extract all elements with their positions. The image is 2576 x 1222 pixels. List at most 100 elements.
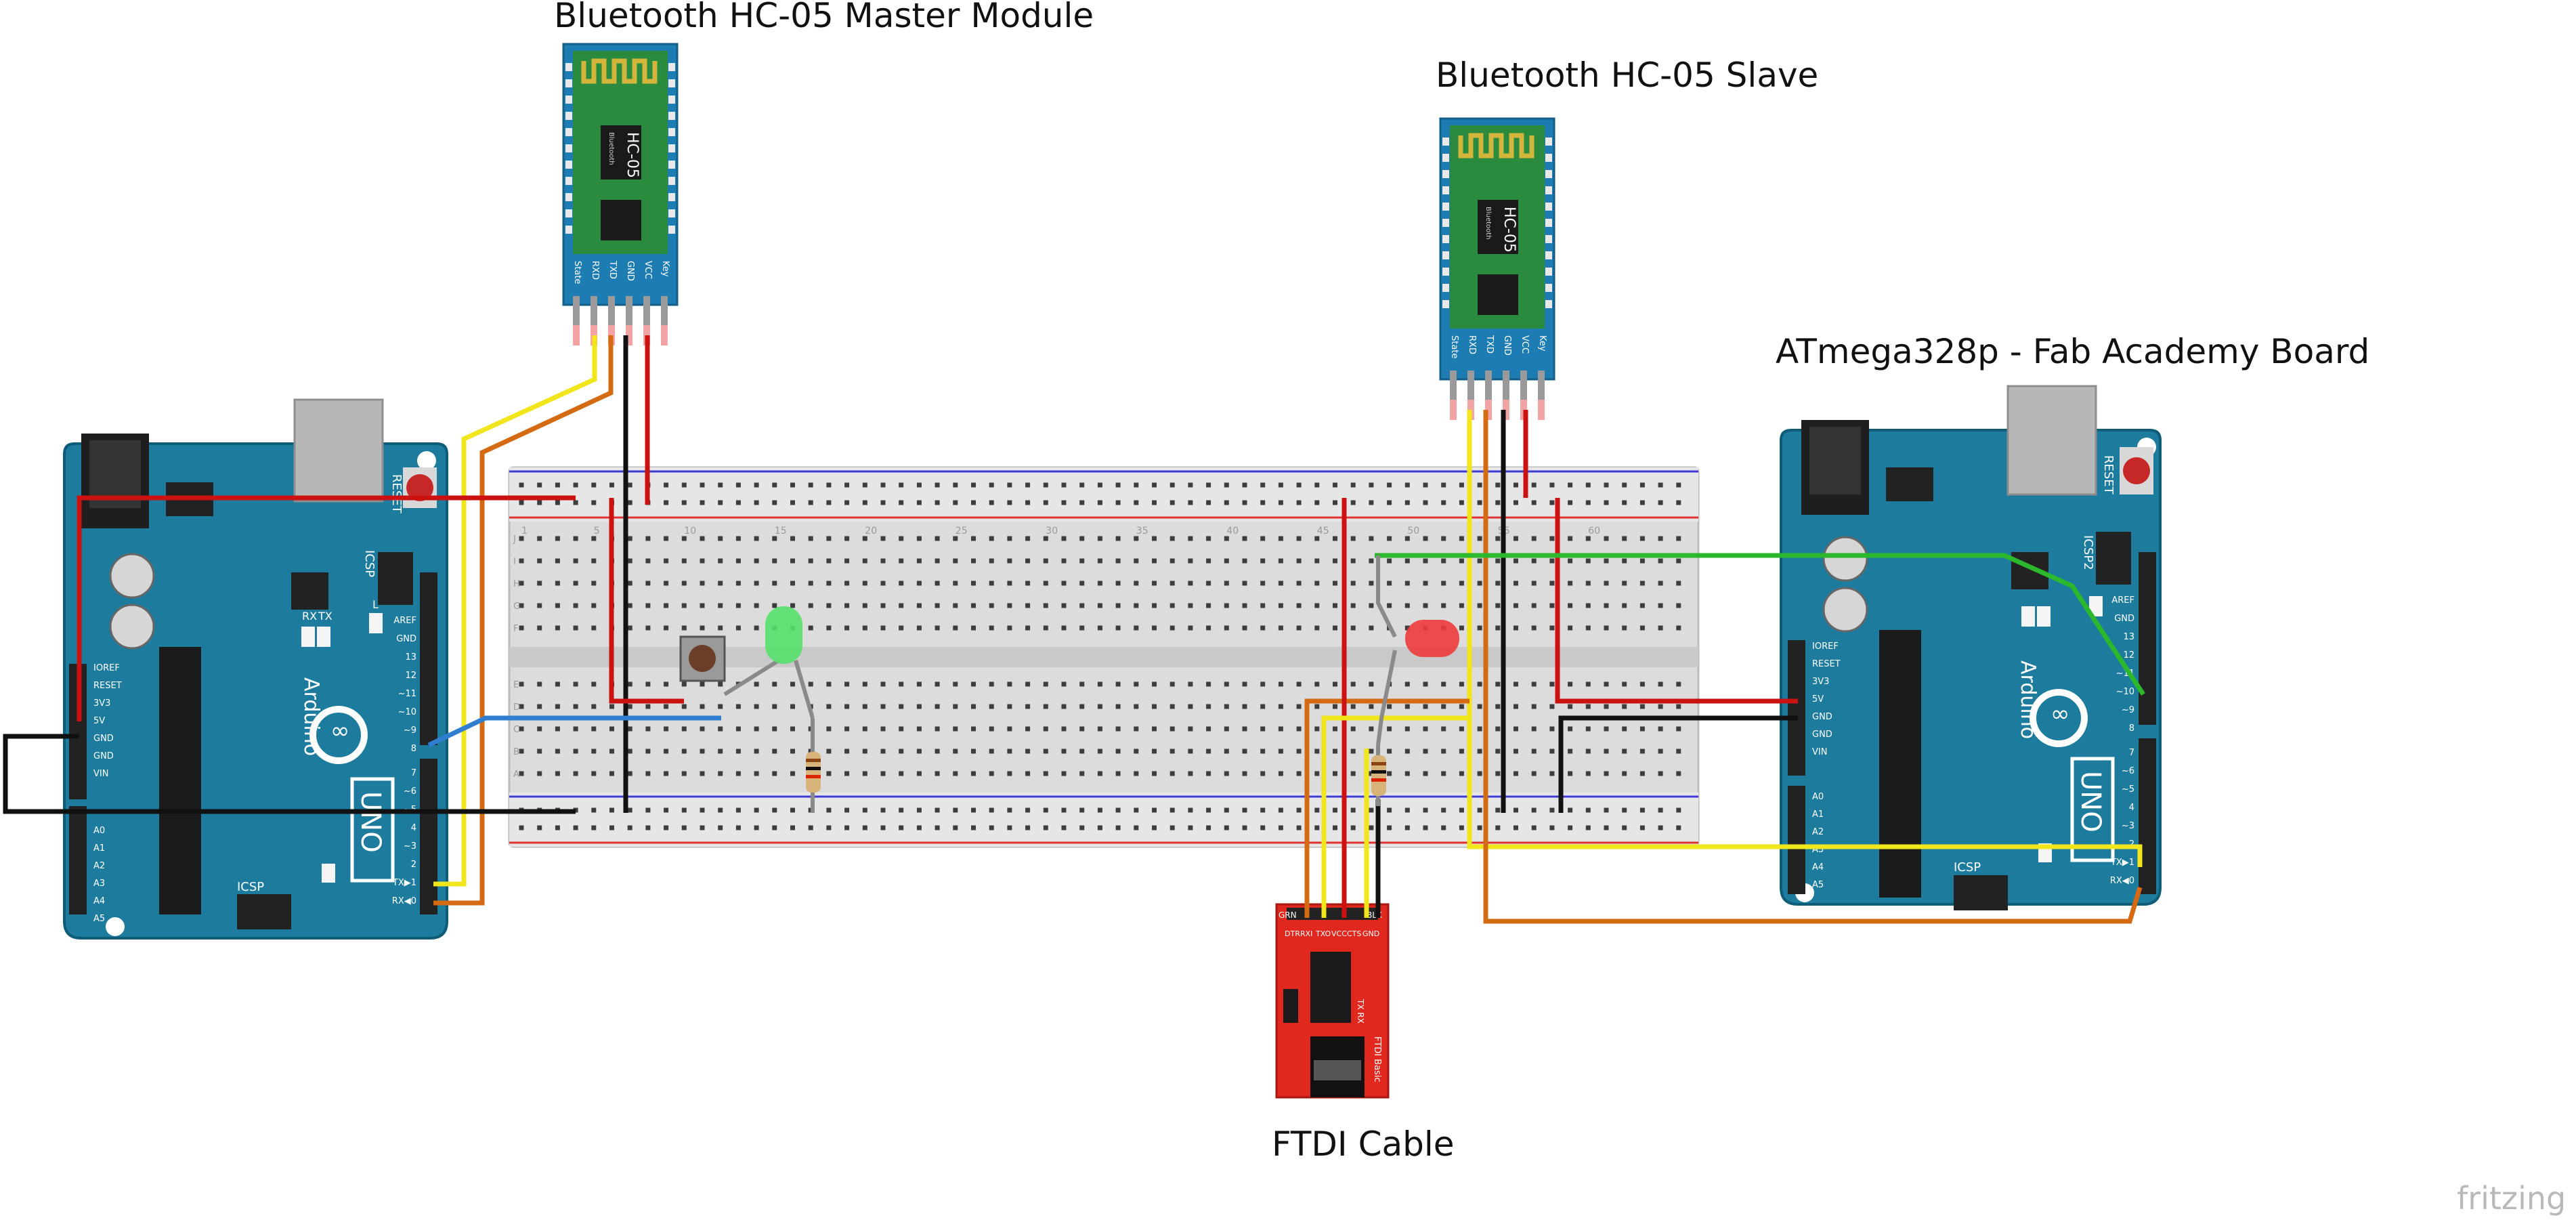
terminal-hole: [1025, 749, 1031, 754]
terminal-hole: [1224, 749, 1229, 754]
terminal-hole: [1242, 704, 1247, 709]
terminal-hole: [591, 749, 597, 754]
rail-hole: [1514, 500, 1518, 505]
push-button[interactable]: [679, 635, 726, 682]
digital-pin-label: 12: [2123, 650, 2134, 660]
terminal-hole: [844, 625, 850, 631]
svg-text:ICSP: ICSP: [237, 880, 264, 894]
terminal-hole: [1134, 726, 1139, 732]
terminal-hole: [1007, 581, 1012, 586]
terminal-hole: [772, 603, 777, 608]
terminal-hole: [1188, 771, 1193, 776]
terminal-hole: [1278, 558, 1283, 564]
terminal-hole: [1278, 536, 1283, 541]
rail-hole: [573, 825, 578, 830]
column-number: 50: [1407, 526, 1419, 536]
rail-hole: [718, 482, 723, 488]
terminal-hole: [1658, 536, 1663, 541]
terminal-hole: [1079, 681, 1085, 687]
terminal-hole: [935, 625, 940, 631]
rail-hole: [627, 825, 632, 830]
terminal-hole: [1278, 704, 1283, 709]
analog-header: [1788, 786, 1805, 894]
castellation-pad: [668, 144, 675, 152]
terminal-hole: [718, 536, 723, 541]
terminal-hole: [754, 536, 759, 541]
rail-hole: [1477, 807, 1482, 813]
analog-pin-label: A2: [93, 861, 105, 871]
terminal-hole: [1260, 603, 1266, 608]
terminal-hole: [935, 704, 940, 709]
terminal-hole: [1604, 603, 1609, 608]
rail-hole: [989, 807, 994, 813]
castellation-pad: [668, 128, 675, 136]
terminal-hole: [1188, 704, 1193, 709]
terminal-hole: [645, 536, 651, 541]
rail-hole: [1658, 825, 1663, 830]
terminal-hole: [537, 726, 542, 732]
terminal-hole: [1350, 726, 1356, 732]
rail-hole: [1477, 482, 1482, 488]
castellation-pad: [565, 209, 572, 217]
terminal-hole: [1495, 771, 1501, 776]
terminal-hole: [953, 536, 958, 541]
terminal-hole: [1585, 681, 1591, 687]
terminal-hole: [1097, 558, 1102, 564]
column-number: 25: [956, 526, 968, 536]
reset-label: RESET: [389, 474, 404, 514]
rail-hole: [664, 482, 669, 488]
castellation-pad: [1442, 268, 1449, 276]
terminal-hole: [519, 704, 524, 709]
terminal-hole: [790, 558, 795, 564]
rail-hole: [555, 500, 560, 505]
digital-pin-label: 2: [411, 860, 416, 870]
castellation-pad: [1545, 186, 1552, 194]
terminal-hole: [1658, 771, 1663, 776]
terminal-hole: [1568, 603, 1573, 608]
terminal-hole: [664, 726, 669, 732]
hc05-pin-label: GND: [1502, 335, 1512, 356]
terminal-hole: [519, 581, 524, 586]
rail-hole: [573, 807, 578, 813]
arduino-logo: [309, 706, 368, 764]
rail-hole: [1369, 500, 1374, 505]
rail-hole: [609, 807, 614, 813]
terminal-hole: [1441, 681, 1446, 687]
digital-header-bottom: [2139, 738, 2156, 894]
digital-pin-label: 13: [405, 652, 416, 662]
rail-hole: [844, 807, 850, 813]
terminal-hole: [1061, 726, 1067, 732]
rail-hole: [735, 482, 741, 488]
rail-hole: [1260, 825, 1266, 830]
terminal-hole: [1369, 625, 1374, 631]
terminal-hole: [519, 681, 524, 687]
rail-hole: [681, 807, 687, 813]
terminal-hole: [609, 704, 614, 709]
terminal-hole: [1169, 704, 1175, 709]
terminal-hole: [1387, 603, 1392, 608]
resistor-right: [1371, 745, 1386, 806]
terminal-hole: [1007, 704, 1012, 709]
terminal-hole: [1459, 625, 1464, 631]
atmega-board-label: ATmega328p - Fab Academy Board: [1776, 332, 2370, 371]
power-pin-label: IOREF: [1812, 641, 1839, 652]
terminal-hole: [1043, 581, 1048, 586]
terminal-hole: [555, 681, 560, 687]
rail-hole: [826, 825, 832, 830]
terminal-hole: [1134, 536, 1139, 541]
terminal-hole: [1296, 681, 1302, 687]
rail-hole: [1549, 500, 1555, 505]
rail-hole: [1622, 825, 1627, 830]
terminal-hole: [1169, 603, 1175, 608]
castellation-pad: [565, 226, 572, 234]
terminal-hole: [1097, 581, 1102, 586]
terminal-hole: [1115, 625, 1121, 631]
on-led: [322, 864, 335, 883]
terminal-hole: [718, 681, 723, 687]
rail-hole: [880, 825, 886, 830]
column-number: 10: [684, 526, 696, 536]
terminal-hole: [1079, 771, 1085, 776]
terminal-hole: [1224, 771, 1229, 776]
terminal-hole: [826, 749, 832, 754]
